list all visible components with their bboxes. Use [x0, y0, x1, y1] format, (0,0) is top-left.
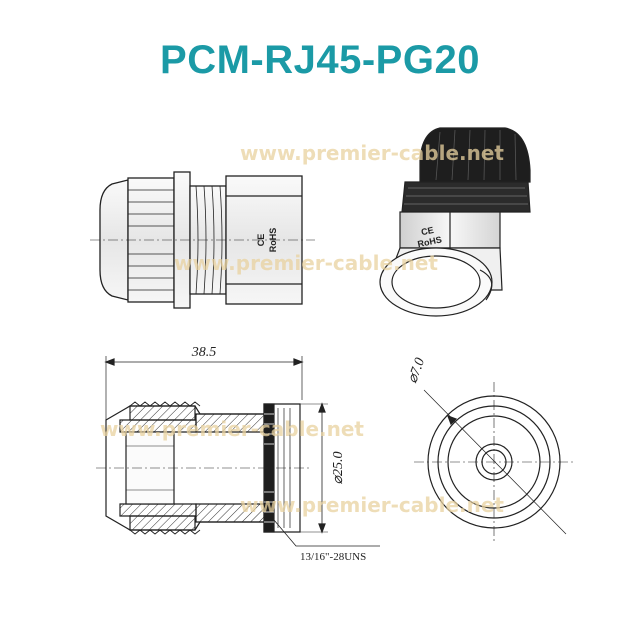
- watermark-2: www.premier-cable.net: [174, 251, 438, 275]
- watermark-1: www.premier-cable.net: [240, 141, 504, 165]
- watermark-3: www.premier-cable.net: [100, 417, 364, 441]
- product-title: PCM-RJ45-PG20: [160, 38, 480, 82]
- outer-diameter-dimension: ⌀7.0: [405, 356, 428, 386]
- end-view: [414, 382, 574, 542]
- thread-diameter-dimension: ⌀25.0: [331, 452, 346, 485]
- thread-spec-label: 13/16"-28UNS: [300, 551, 366, 563]
- rohs-mark: RoHS: [268, 228, 278, 253]
- side-view: [90, 171, 315, 309]
- ce-mark-3d: CE: [420, 225, 434, 237]
- side-view-marks: CE RoHS: [256, 228, 278, 253]
- perspective-view: [379, 127, 531, 317]
- watermark-4: www.premier-cable.net: [240, 493, 504, 517]
- length-dimension: 38.5: [191, 345, 217, 360]
- perspective-marks: CE RoHS: [417, 225, 443, 249]
- ce-mark: CE: [256, 234, 266, 247]
- section-view: [96, 356, 380, 547]
- rohs-mark-3d: RoHS: [417, 234, 443, 249]
